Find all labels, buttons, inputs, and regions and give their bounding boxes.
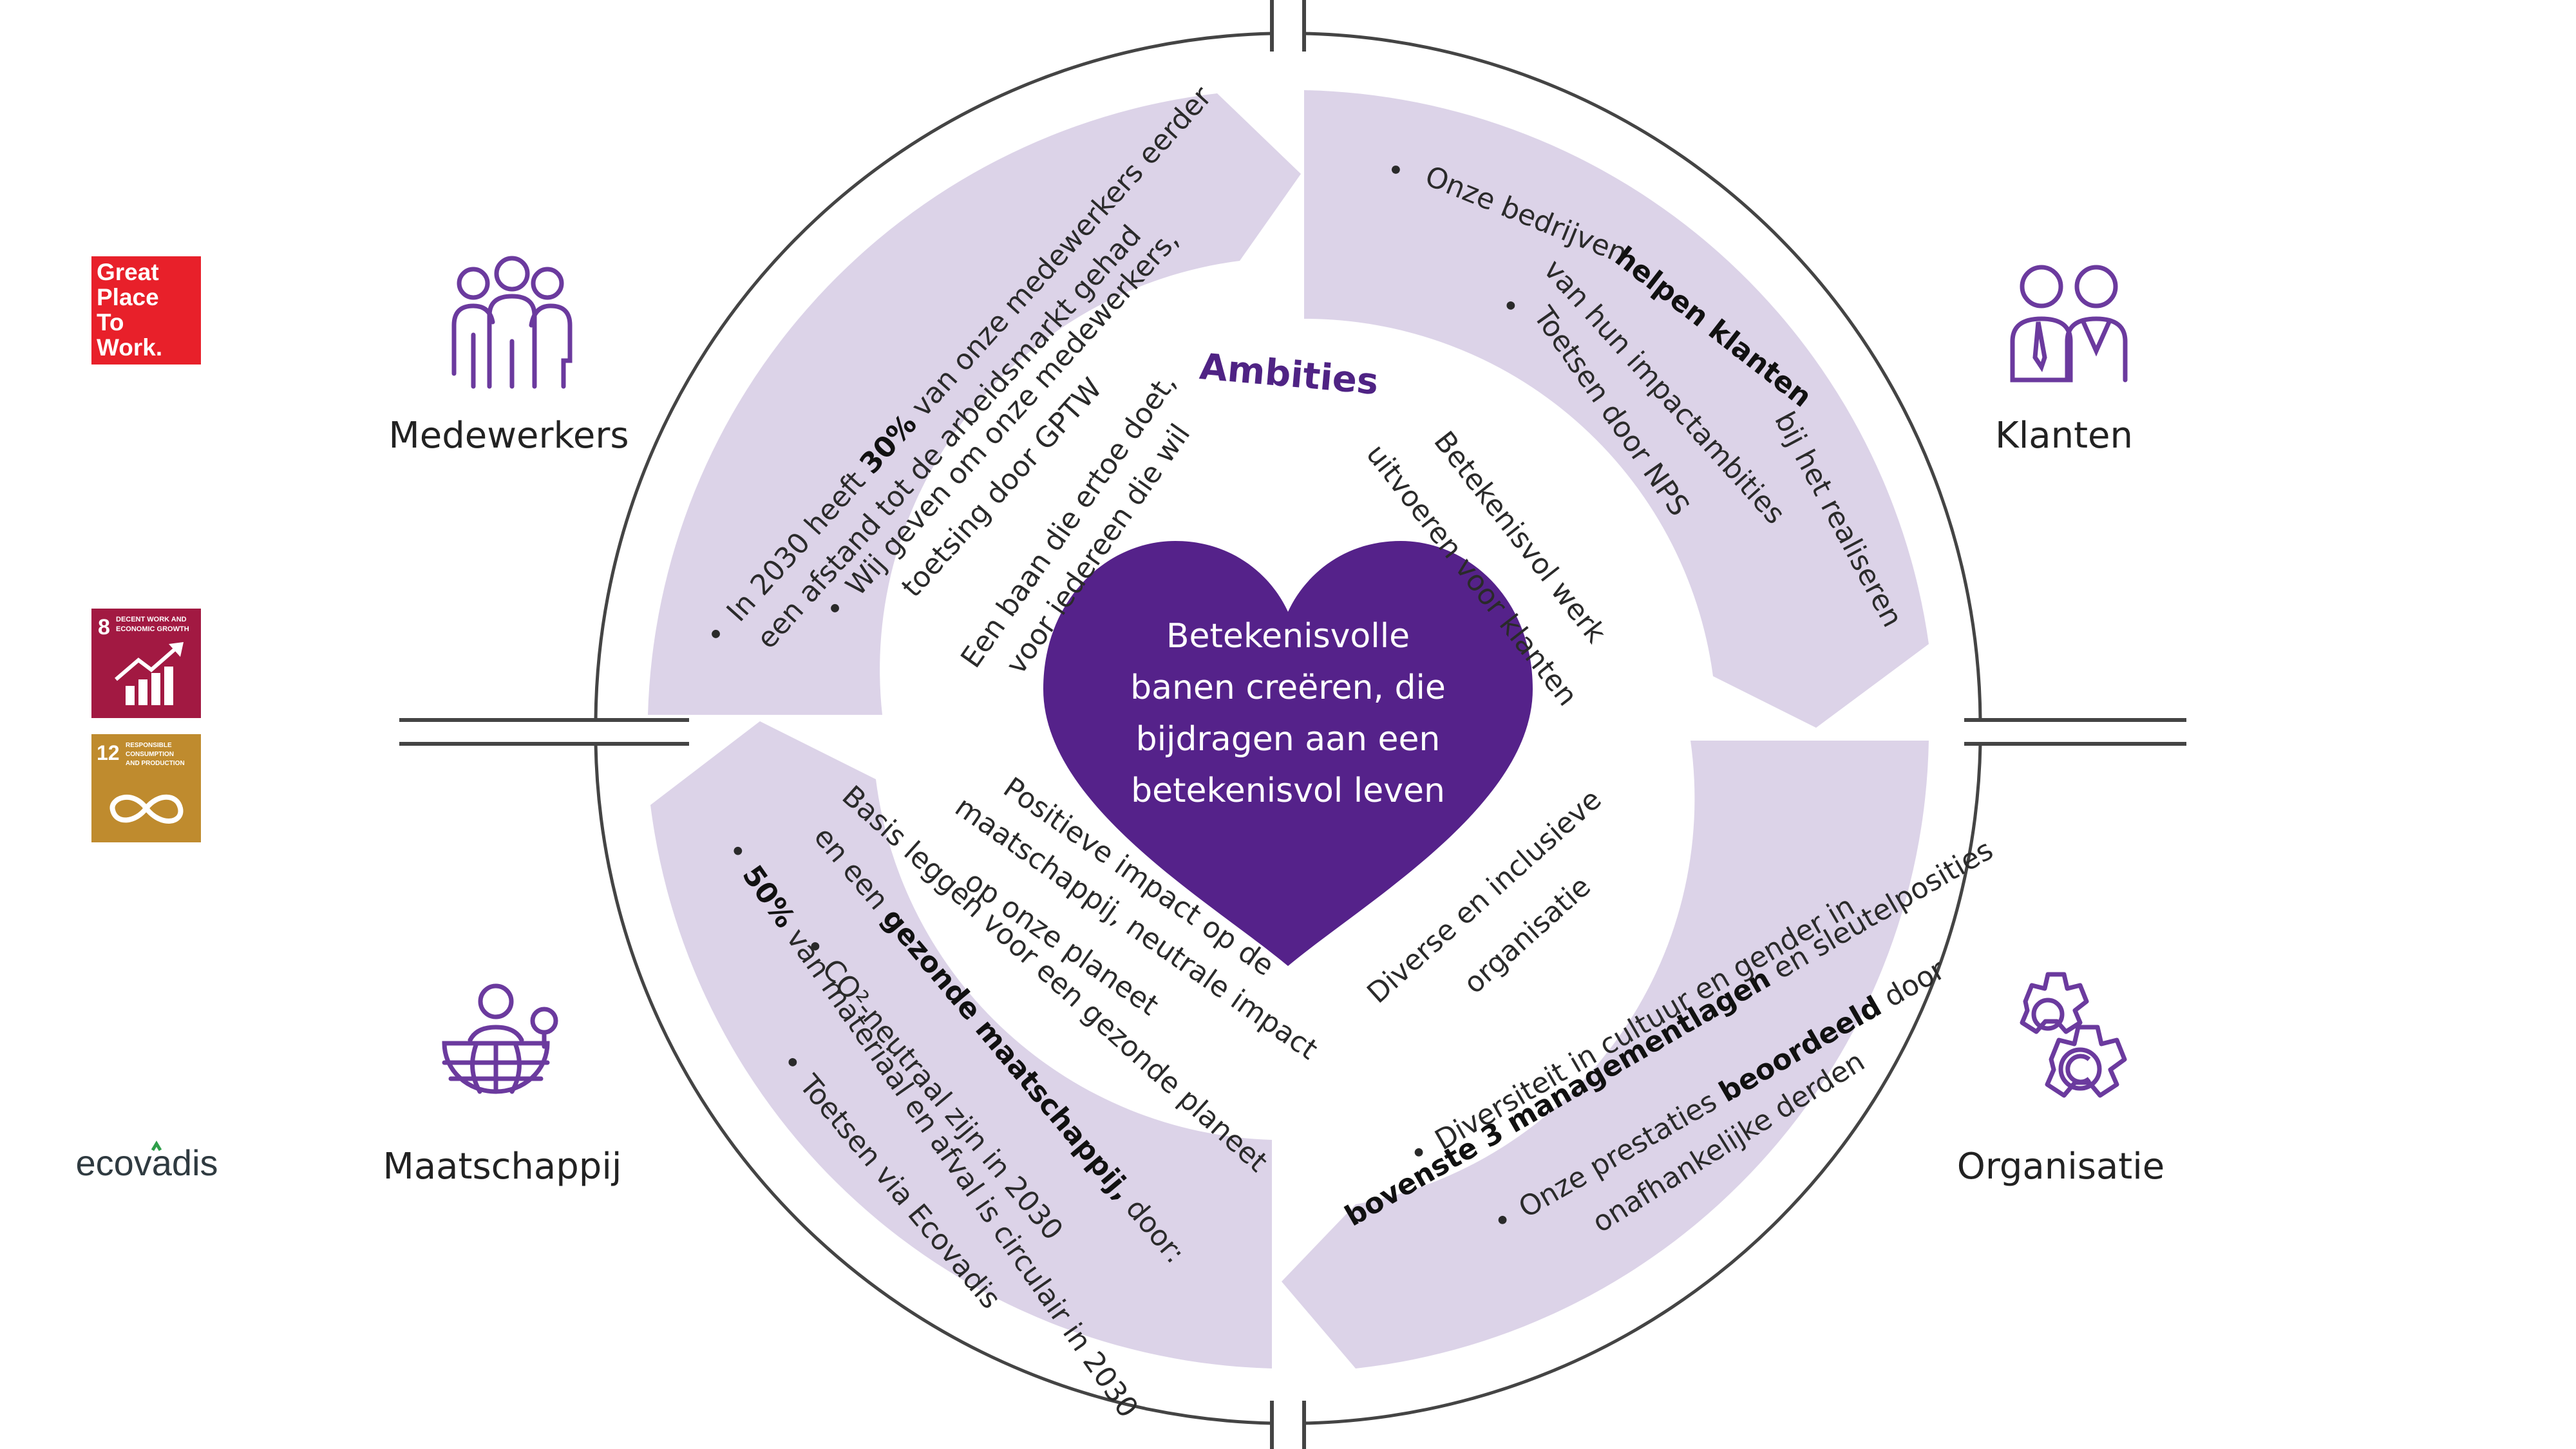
svg-text:Great: Great (97, 259, 159, 285)
svg-text:AND PRODUCTION: AND PRODUCTION (126, 760, 185, 767)
infinity-icon (109, 794, 184, 824)
category-society-label: Maatschappij (383, 1146, 622, 1188)
ambition-arrows (648, 90, 1929, 1368)
business-people-icon (2010, 265, 2128, 383)
arrow-society (650, 721, 1272, 1368)
heart-statement: Betekenisvolle banen creëren, die bijdra… (1130, 617, 1446, 810)
svg-text:12: 12 (97, 741, 120, 764)
svg-text:Place: Place (97, 284, 159, 310)
quadrant-dividers (399, 0, 2186, 1449)
outer-arc-se (1303, 743, 1982, 1425)
category-employees-label: Medewerkers (388, 415, 629, 457)
globe-community-icon (442, 983, 558, 1094)
svg-text:DECENT WORK AND: DECENT WORK AND (116, 616, 187, 623)
people-group-icon (451, 256, 573, 389)
svg-text:Work.: Work. (97, 334, 162, 361)
sdg8-logo: 8 DECENT WORK AND ECONOMIC GROWTH (91, 609, 201, 718)
great-place-to-work-logo: Great Place To Work. (91, 256, 201, 365)
arrow-organisation (1282, 741, 1929, 1368)
sdg12-logo: 12 RESPONSIBLE CONSUMPTION AND PRODUCTIO… (91, 734, 201, 842)
heart-shape (1043, 541, 1533, 966)
outer-arc-sw (594, 743, 1273, 1425)
svg-text:ecovadis: ecovadis (75, 1142, 218, 1183)
category-organisation-label: Organisatie (1957, 1146, 2165, 1188)
outer-ring (594, 32, 1982, 1425)
arrow-employees (648, 93, 1301, 715)
heart-line-3: bijdragen aan een (1136, 720, 1441, 759)
heart-line-4: betekenisvol leven (1131, 772, 1445, 810)
svg-text:RESPONSIBLE: RESPONSIBLE (126, 742, 172, 749)
growth-chart-icon (115, 642, 184, 705)
svg-text:To: To (97, 309, 124, 336)
outer-arc-nw (594, 32, 1273, 721)
svg-text:8: 8 (98, 615, 110, 639)
category-clients-label: Klanten (1995, 415, 2133, 457)
svg-text:CONSUMPTION: CONSUMPTION (126, 751, 174, 758)
heart-line-1: Betekenisvolle (1166, 617, 1410, 656)
gears-icon (2020, 972, 2127, 1098)
outer-arc-ne (1303, 32, 1982, 721)
arrow-clients (1304, 90, 1929, 728)
svg-text:ECONOMIC GROWTH: ECONOMIC GROWTH (116, 625, 189, 633)
ambitions-title: Ambities (1198, 346, 1380, 403)
ecovadis-logo: ecovadis (75, 1141, 218, 1183)
heart-line-2: banen creëren, die (1130, 668, 1446, 707)
organisation-arc-text: •Diversiteit in cultuur en gender in bov… (1340, 833, 1998, 1239)
